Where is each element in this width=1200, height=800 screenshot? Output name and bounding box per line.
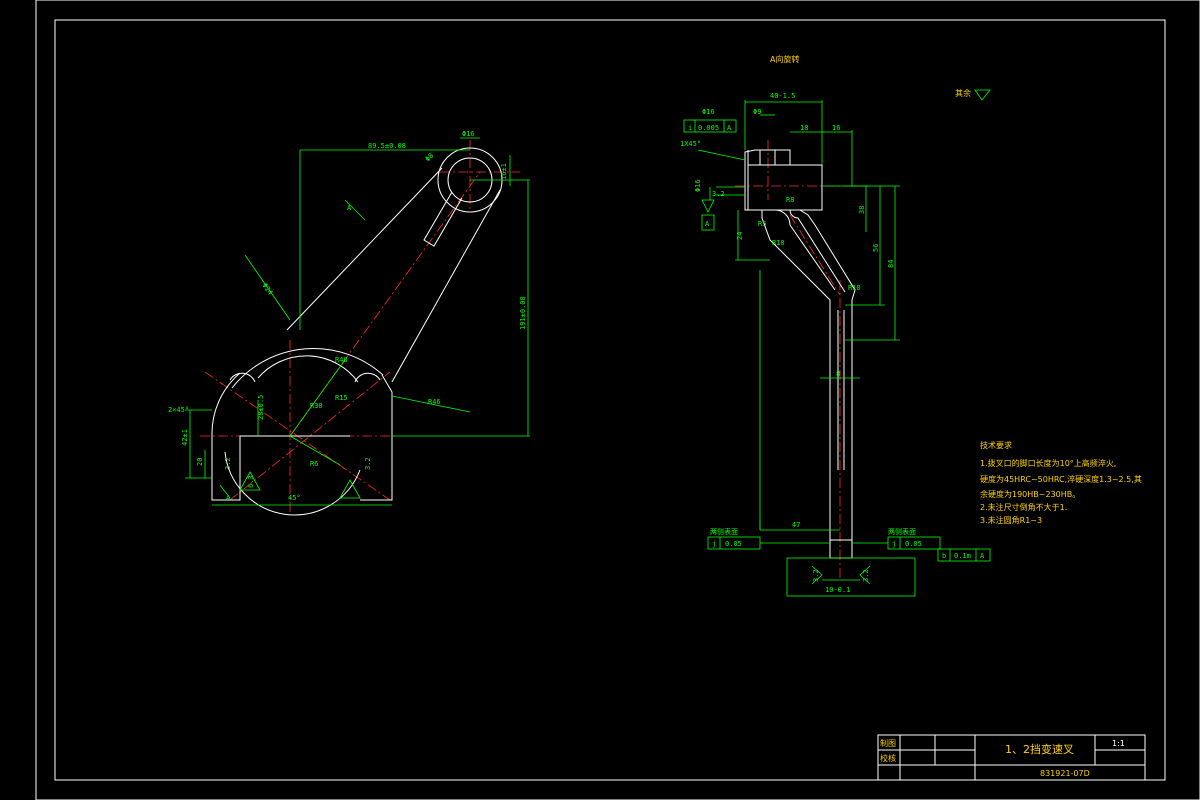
tech-line-4: 2.未注尺寸倒角不大于1.	[980, 502, 1067, 512]
drawing-no: 831921-07D	[1040, 769, 1090, 778]
dim-A: A	[705, 220, 710, 228]
dim-45: 45°	[288, 494, 301, 502]
tol-right-val: 0.05	[905, 540, 922, 548]
tech-title: 技术要求	[980, 440, 1012, 450]
dim-phi9: Φ9	[753, 108, 761, 116]
tech-requirements: 技术要求 1.拨叉口的脚口长度为10°上高频淬火, 硬度为45HRC~50HRC…	[980, 440, 1142, 525]
dim-r10-b: R10	[848, 284, 861, 292]
dim-47: 47	[792, 521, 800, 529]
dim-r46: R46	[428, 398, 441, 406]
dim-phi16: Φ16	[702, 108, 715, 116]
dim-height-total: 191±0.08	[519, 296, 527, 330]
label-right-face: 两侧表面	[888, 527, 916, 536]
dim-r40: R40	[335, 356, 348, 364]
tol-1-ref: A	[727, 124, 732, 132]
dim-width-fork: 42±1	[181, 429, 189, 446]
rough-right: 3.2	[862, 569, 870, 582]
label-drawn: 制图	[880, 738, 896, 748]
dim-chamfer: 1X45°	[680, 140, 701, 148]
roughness-1: 3.2	[224, 457, 232, 470]
dim-r30: R30	[310, 402, 323, 410]
dim-38: 38	[858, 206, 866, 214]
dim-r15: R15	[335, 394, 348, 402]
outer-border	[35, 0, 1200, 800]
scale: 1:1	[1112, 739, 1125, 748]
roughness-3: 6.3	[247, 475, 255, 488]
dim-phi18: Φ16	[694, 179, 702, 192]
dim-slot: 28±0.5	[257, 395, 265, 420]
dim-r5: R5	[758, 220, 766, 228]
dim-r6: R6	[310, 460, 318, 468]
surface-note: 其余	[955, 88, 971, 98]
tol-left-val: 0.05	[725, 540, 742, 548]
dim-84: 84	[887, 260, 895, 268]
dim-a-marker: A	[226, 494, 231, 502]
tol-b-val: 0.1m	[954, 552, 971, 560]
tol-b-ref: A	[980, 552, 985, 560]
rough-left: 3.2	[812, 569, 820, 582]
dim-r10-a: R10	[772, 239, 785, 247]
section-A-marker: A	[347, 204, 352, 212]
dim-top-offset: 16±1	[500, 163, 508, 180]
dim-16: 16	[832, 124, 840, 132]
tol-1-sym: i	[688, 124, 692, 132]
dim-top-width: Φ16	[462, 130, 475, 138]
dim-chamfer: 2×45°	[168, 406, 189, 414]
dim-24: 24	[736, 232, 744, 240]
front-view: 89.5±0.08 Φ16 Φ8 16±1 A Φ24 191±0.08 R40…	[168, 130, 530, 516]
label-left-face: 两侧表面	[710, 527, 738, 536]
dim-56: 56	[872, 244, 880, 252]
tol-b-sym: b	[942, 552, 946, 560]
dim-center-distance: 89.5±0.08	[368, 142, 406, 150]
tech-line-2: 硬度为45HRC~50HRC,淬硬深度1.3~2.5,其	[980, 474, 1142, 484]
dim-height-20: 20	[196, 458, 204, 466]
tol-right-sym: j	[892, 540, 896, 548]
side-view: A向旋转 40-1.5 Φ9 Φ16 18 16 i 0.005 A 1X45°…	[680, 54, 991, 597]
tech-line-5: 3.未注圆角R1~3	[980, 515, 1042, 525]
part-name: 1、2挡变速叉	[1005, 742, 1074, 756]
title-block: 制图 校核 1、2挡变速叉 1:1 831921-07D	[877, 734, 1146, 781]
tech-line-1: 1.拨叉口的脚口长度为10°上高频淬火,	[980, 458, 1116, 468]
dim-8: 8	[836, 370, 840, 378]
dim-top-hole: Φ8	[424, 152, 436, 164]
roughness-2: 3.2	[364, 457, 372, 470]
tol-1-val: 0.005	[698, 124, 719, 132]
tol-left-sym: j	[712, 540, 716, 548]
inner-border	[54, 19, 1166, 781]
dim-r8: R8	[786, 196, 794, 204]
label-checked: 校核	[880, 753, 896, 763]
dim-18: 18	[800, 124, 808, 132]
section-label: A向旋转	[770, 54, 799, 64]
dim-40: 40-1.5	[770, 92, 795, 100]
dim-bottom: 10-0.1	[825, 586, 850, 594]
tech-line-3: 余硬度为190HB~230HB。	[980, 489, 1080, 499]
dim-roughness: 3.2	[712, 190, 725, 198]
